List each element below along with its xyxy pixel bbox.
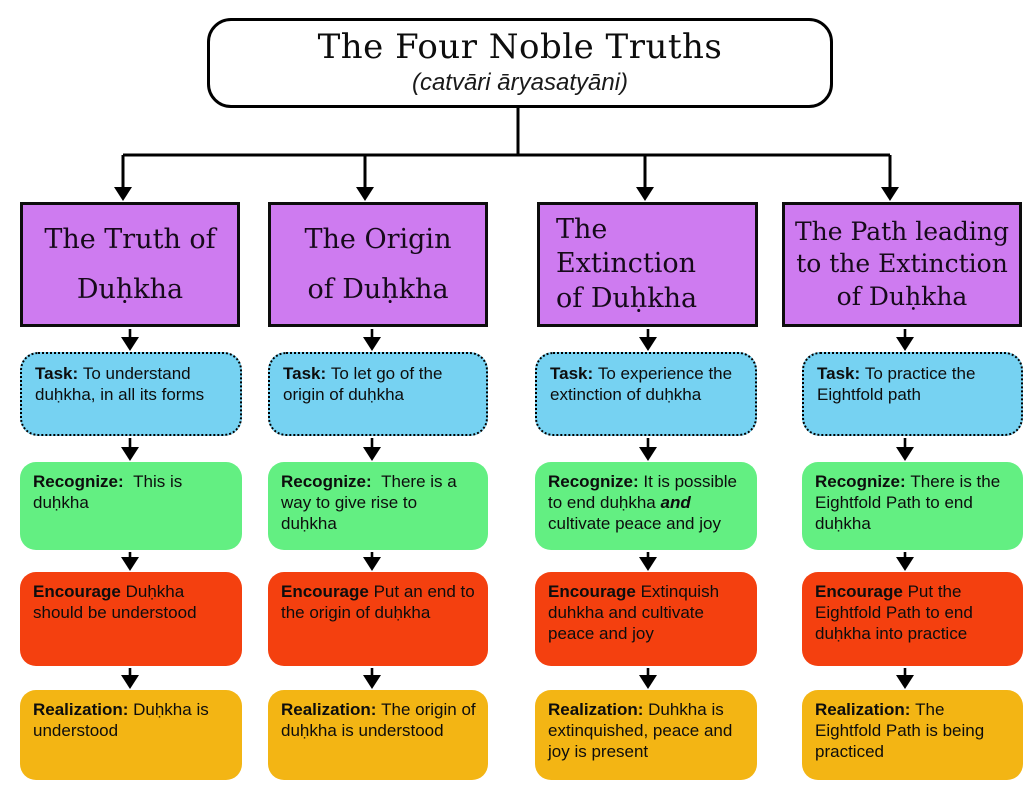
origin-task-box: Task: To let go of the origin of duḥkha (268, 352, 488, 436)
title-box: The Four Noble Truths (catvāri āryasatyā… (207, 18, 833, 108)
origin-encourage-box: Encourage Put an end to the origin of du… (268, 572, 488, 666)
truth-recognize-box: Recognize: This is duḥkha (20, 462, 242, 550)
extinction-task-box: Task: To experience the extinction of du… (535, 352, 757, 436)
path-encourage-box: Encourage Put the Eightfold Path to end … (802, 572, 1023, 666)
path-realization-box: Realization: The Eightfold Path is being… (802, 690, 1023, 780)
origin-realization-box: Realization: The origin of duḥkha is und… (268, 690, 488, 780)
truth-encourage-box: Encourage Duḥkha should be understood (20, 572, 242, 666)
truth-task-box: Task: To understand duḥkha, in all its f… (20, 352, 242, 436)
diagram-subtitle: (catvāri āryasatyāni) (411, 68, 629, 96)
origin-recognize-box: Recognize: There is a way to give rise t… (268, 462, 488, 550)
diagram-title: The Four Noble Truths (317, 27, 723, 68)
extinction-realization-box: Realization: Duhkha is extinquished, pea… (535, 690, 757, 780)
extinction-encourage-box: Encourage Extinquish duhkha and cultivat… (535, 572, 757, 666)
truth-realization-box: Realization: Duḥkha is understood (20, 690, 242, 780)
extinction-recognize-box: Recognize: It is possible to end duḥkha … (535, 462, 757, 550)
path-recognize-box: Recognize: There is the Eightfold Path t… (802, 462, 1023, 550)
path-task-box: Task: To practice the Eightfold path (802, 352, 1023, 436)
